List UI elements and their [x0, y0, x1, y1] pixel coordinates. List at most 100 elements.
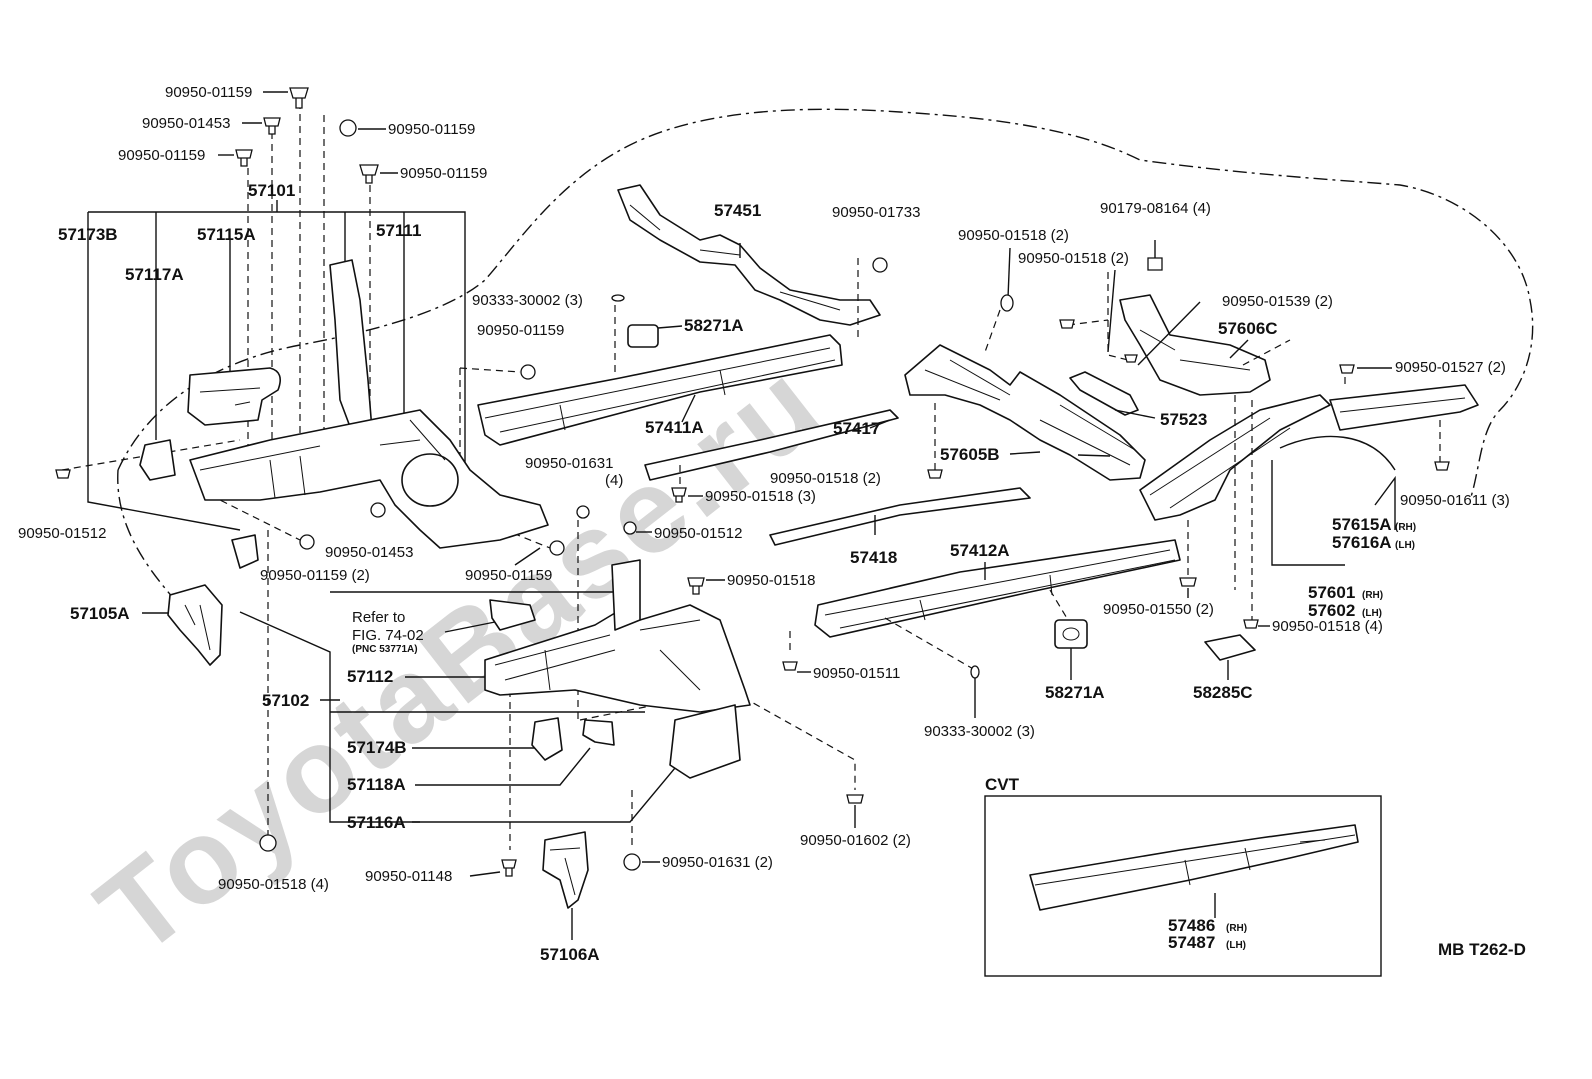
label-90950-01550: 90950-01550 (2)	[1103, 601, 1214, 618]
part-57451	[617, 184, 881, 326]
clip-icon	[549, 540, 565, 556]
part-57116a	[669, 704, 741, 779]
dash-26	[1242, 339, 1291, 366]
label-57412a: 57412A	[950, 541, 1010, 560]
part-57412a	[814, 539, 1181, 638]
label-57118a: 57118A	[347, 775, 406, 794]
label-58285c: 58285C	[1193, 683, 1253, 702]
diagram-code: MB T262-D	[1438, 940, 1526, 959]
part-58285c	[1204, 634, 1256, 661]
part-58271a-bottom-hole	[1062, 627, 1080, 641]
label-90950-01733: 90950-01733	[832, 204, 920, 221]
dash-25	[1107, 272, 1129, 361]
clip-icon	[299, 534, 315, 550]
label-90950-01539: 90950-01539 (2)	[1222, 293, 1333, 310]
clip-icon	[1059, 319, 1075, 329]
label-90950-01453: 90950-01453	[142, 115, 230, 132]
label-57615a-suffix: (RH)	[1395, 522, 1416, 533]
label-90950-01527: 90950-01527 (2)	[1395, 359, 1506, 376]
label-57487: 57487	[1168, 933, 1215, 952]
label-57606c: 57606C	[1218, 319, 1278, 338]
part-57106a	[542, 831, 589, 909]
label-90950-01631-2: 90950-01631 (2)	[662, 854, 773, 871]
label-57106a: 57106A	[540, 945, 600, 964]
label-90950-01159: 90950-01159	[388, 121, 475, 138]
part-small-bracket	[231, 534, 259, 569]
part-57615a	[1329, 384, 1479, 431]
part-57112-detail	[494, 619, 701, 691]
part-57117a	[139, 439, 176, 481]
label-90950-01518: 90950-01518	[727, 572, 815, 589]
label-57602: 57602	[1308, 601, 1355, 620]
label-58271a: 58271A	[684, 316, 744, 335]
label-57111: 57111	[376, 221, 421, 240]
dash-33	[884, 617, 976, 671]
leader-57116a	[412, 749, 691, 823]
label-57174b: 57174B	[347, 738, 407, 757]
clip-icon	[671, 487, 687, 503]
clip-icon	[1434, 461, 1450, 471]
leader-90950-01539	[1137, 301, 1201, 366]
label-90950-01159: 90950-01159	[400, 165, 487, 182]
part-57605b	[904, 344, 1146, 481]
label-90950-01631-qty: (4)	[605, 472, 623, 489]
bracket-57102	[239, 611, 420, 823]
clip-icon	[782, 661, 798, 671]
part-57601-detail	[1149, 417, 1291, 509]
part-57174b	[531, 717, 563, 761]
label-57615a: 57615A	[1332, 515, 1392, 534]
label-57605b: 57605B	[940, 445, 1000, 464]
label-57523: 57523	[1160, 410, 1207, 429]
part-57451-detail	[629, 204, 841, 311]
clip-icon	[970, 665, 980, 679]
clip-icon	[846, 794, 864, 804]
label-57173b: 57173B	[58, 225, 118, 244]
refer-line2: FIG. 74-02	[352, 627, 424, 644]
label-57417: 57417	[833, 419, 880, 438]
label-57115a: 57115A	[197, 225, 256, 244]
label-90950-01611: 90950-01611 (3)	[1400, 492, 1510, 509]
label-57411a: 57411A	[645, 418, 704, 437]
part-57115a	[187, 367, 281, 426]
leader-refer	[444, 621, 496, 633]
leader-57606c	[1229, 339, 1249, 359]
clip-icon	[359, 164, 379, 184]
clip-icon	[501, 859, 517, 877]
wheel-arch-rear	[1279, 435, 1396, 471]
label-57487-suffix: (LH)	[1226, 940, 1246, 951]
label-90950-01159: 90950-01159	[118, 147, 205, 164]
part-57105a-detail	[184, 604, 211, 651]
bracket-57173b	[88, 211, 466, 498]
label-90950-01518-3: 90950-01518 (3)	[705, 488, 816, 505]
leader-90950-01518-b	[1107, 269, 1116, 353]
part-57606c-detail	[1139, 329, 1251, 371]
part-57486	[1029, 824, 1359, 911]
label-90950-01518-2b: 90950-01518 (2)	[958, 227, 1069, 244]
part-57615a-detail	[1339, 397, 1466, 413]
leader-57523	[1114, 409, 1156, 419]
leader-l40	[1009, 451, 1041, 455]
clip-icon	[235, 149, 253, 167]
label-57616a: 57616A	[1332, 533, 1392, 552]
clip-icon	[576, 505, 590, 519]
part-57523	[1069, 371, 1139, 416]
leader-l14	[514, 547, 541, 566]
dash-34	[1049, 589, 1069, 621]
part-57115a-detail	[199, 387, 261, 406]
clip-icon	[1339, 364, 1355, 374]
part-57411a-detail	[484, 347, 836, 433]
label-90950-01511: 90950-01511	[813, 665, 900, 682]
label-57105a: 57105A	[70, 604, 130, 623]
part-57112-upright	[611, 559, 641, 631]
part-57111	[329, 259, 373, 441]
leader-57601	[1271, 460, 1345, 566]
label-57616a-suffix: (LH)	[1395, 540, 1415, 551]
clip-icon	[927, 469, 943, 479]
part-57417	[644, 409, 899, 481]
label-90950-01518-2a: 90950-01518 (2)	[770, 470, 881, 487]
label-57601-suffix: (RH)	[1362, 590, 1383, 601]
leader-57417	[869, 419, 891, 429]
clip-icon	[55, 469, 71, 479]
